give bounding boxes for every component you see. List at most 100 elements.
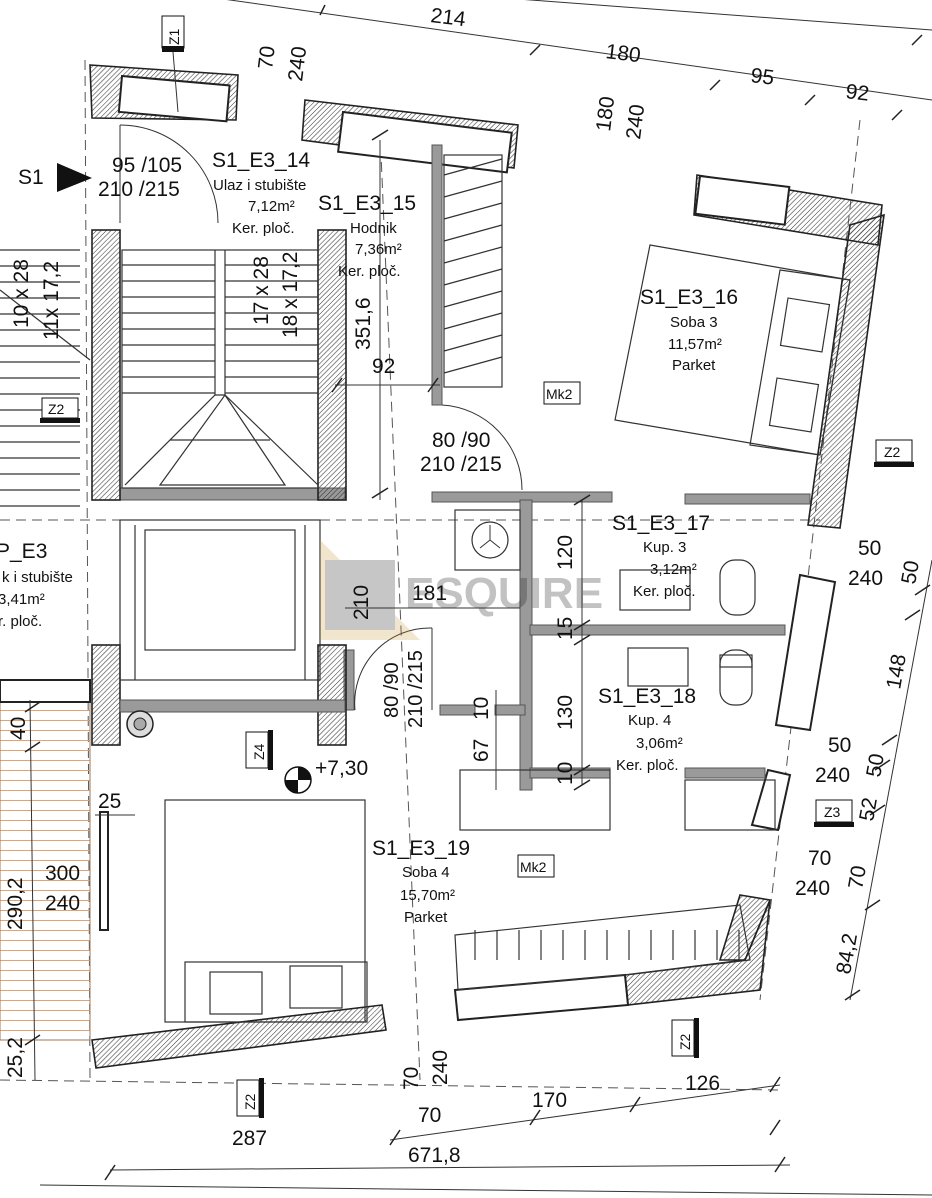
svg-text:Kup. 4: Kup. 4 <box>628 712 671 729</box>
tag-z3: Z3 <box>814 799 854 827</box>
dim-top-180: 180 <box>604 40 642 67</box>
svg-text:Ker. ploč.: Ker. ploč. <box>616 757 679 774</box>
tag-z2-left: Z2 <box>40 397 80 423</box>
svg-text:Parket: Parket <box>672 357 716 374</box>
dim-r-84-2: 84,2 <box>832 932 862 976</box>
svg-text:Z2: Z2 <box>677 1033 693 1050</box>
dim-left-40: 40 <box>7 717 30 740</box>
svg-text:Z2: Z2 <box>242 1093 258 1110</box>
dim-top-180v: 180 <box>592 95 619 133</box>
svg-text:k i stubište: k i stubište <box>2 569 73 586</box>
exterior-walls <box>89 64 885 1069</box>
section-marker-s1: S1 <box>18 163 92 192</box>
stair-labels: 17 x 28 18 x 17,2 10 x 28 11x 17,2 <box>10 252 302 340</box>
dim-bot-70: 70 <box>400 1067 423 1090</box>
svg-text:7,12m²: 7,12m² <box>248 198 295 215</box>
svg-text:Mk2: Mk2 <box>546 386 573 402</box>
svg-text:S1_E3_14: S1_E3_14 <box>212 149 310 172</box>
dim-r-70b: 70 <box>844 864 871 891</box>
svg-text:Ker. ploč.: Ker. ploč. <box>338 263 401 280</box>
door-labels: 95 /105 210 /215 80 /90 210 /215 80 /90 … <box>98 154 502 728</box>
svg-text:Z4: Z4 <box>251 743 267 760</box>
svg-text:S1: S1 <box>18 166 44 189</box>
svg-text:Z1: Z1 <box>166 28 182 45</box>
dim-120: 120 <box>554 535 577 570</box>
svg-text:P_E3: P_E3 <box>0 540 47 563</box>
watermark-text: ESQUIRE <box>405 569 603 618</box>
dim-left-290-2: 290,2 <box>4 877 27 930</box>
dim-bot-287: 287 <box>232 1127 267 1150</box>
dim-top-240: 240 <box>284 45 311 83</box>
svg-text:11,57m²: 11,57m² <box>668 336 722 353</box>
neighbor-stair <box>0 679 109 1041</box>
elevator <box>119 519 321 738</box>
dim-210: 210 <box>350 585 373 620</box>
tag-z2-bottom-left: Z2 <box>236 1078 264 1118</box>
dim-r-50d: 50 <box>862 752 889 779</box>
dim-130: 130 <box>554 695 577 730</box>
svg-text:7,36m²: 7,36m² <box>355 241 402 258</box>
dim-bot-70b: 70 <box>418 1104 441 1127</box>
dim-67: 67 <box>470 739 493 762</box>
tag-z2-bottom: Z2 <box>671 1018 699 1058</box>
dim-15: 15 <box>554 617 577 640</box>
stair-label-b: 18 x 17,2 <box>279 252 302 338</box>
dim-r-50b: 50 <box>897 559 924 586</box>
tag-z1: Z1 <box>161 15 185 113</box>
dim-r-52: 52 <box>855 796 882 823</box>
svg-text:Mk2: Mk2 <box>520 859 547 875</box>
room-s1-e3-15: S1_E3_15 Hodnik 7,36m² Ker. ploč. <box>318 192 416 280</box>
svg-text:Z2: Z2 <box>48 401 65 417</box>
dim-r-148: 148 <box>882 652 911 691</box>
svg-text:S1_E3_15: S1_E3_15 <box>318 192 416 215</box>
room-s1-e3-17: S1_E3_17 Kup. 3 3,12m² Ker. ploč. <box>612 512 710 600</box>
bathroom-fixtures <box>454 509 776 831</box>
dim-top-214: 214 <box>429 4 467 31</box>
bottom-dimensions: 70 240 126 287 70 170 671,8 <box>104 1050 786 1181</box>
dim-bot-170: 170 <box>532 1089 567 1112</box>
dim-10a: 10 <box>470 697 493 720</box>
svg-text:S1_E3_16: S1_E3_16 <box>640 286 738 309</box>
svg-text:Ulaz i stubište: Ulaz i stubište <box>213 177 306 194</box>
top-dimensions: 214 180 95 92 70 240 180 240 <box>226 0 932 141</box>
room-s1-e3-16: S1_E3_16 Soba 3 11,57m² Parket <box>640 286 738 374</box>
dim-bot-126: 126 <box>685 1072 720 1095</box>
svg-text:Hodnik: Hodnik <box>350 220 397 237</box>
svg-text:Z2: Z2 <box>884 444 901 460</box>
room-s1-e3-18: S1_E3_18 Kup. 4 3,06m² Ker. ploč. <box>598 685 696 774</box>
stair-label-d: 11x 17,2 <box>40 261 63 340</box>
svg-text:S1_E3_19: S1_E3_19 <box>372 837 470 860</box>
wardrobe <box>443 154 503 388</box>
svg-text:Z3: Z3 <box>824 804 841 820</box>
dim-left-300: 300 <box>45 862 80 885</box>
entry-door-height: 210 /215 <box>98 178 180 201</box>
watermark: ESQUIRE <box>320 540 603 640</box>
svg-text:Ker. ploč.: Ker. ploč. <box>232 220 295 237</box>
interior-walls <box>91 144 811 791</box>
dim-left-240: 240 <box>45 892 80 915</box>
dim-r-50c: 50 <box>828 734 851 757</box>
dim-left-25: 25 <box>98 790 121 813</box>
internal-dimensions: 351,6 92 181 210 120 15 130 10 10 67 <box>331 129 591 791</box>
dim-bot-240: 240 <box>429 1050 452 1085</box>
room-s1-e3-19: S1_E3_19 Soba 4 15,70m² Parket <box>372 837 470 926</box>
hall-door-width: 80 /90 <box>432 429 490 452</box>
dim-r-240a: 240 <box>848 567 883 590</box>
staircase <box>0 249 319 507</box>
dim-92: 92 <box>372 355 395 378</box>
right-dimensions: 50 240 50 148 50 240 50 52 70 240 70 84,… <box>795 537 932 1001</box>
stair-label-a: 17 x 28 <box>250 256 273 325</box>
hall-door-height: 210 /215 <box>420 453 502 476</box>
dim-top-70: 70 <box>254 45 280 71</box>
svg-text:Soba 4: Soba 4 <box>402 864 450 881</box>
dim-top-92: 92 <box>844 80 870 106</box>
elevation-marker: +7,30 <box>284 757 368 794</box>
stair-label-c: 10 x 28 <box>10 259 33 328</box>
svg-text:3,41m²: 3,41m² <box>0 591 45 608</box>
svg-text:Parket: Parket <box>404 909 448 926</box>
dim-181: 181 <box>412 582 447 605</box>
svg-text:S1_E3_18: S1_E3_18 <box>598 685 696 708</box>
svg-text:15,70m²: 15,70m² <box>400 887 455 904</box>
tag-z2-right: Z2 <box>874 439 914 467</box>
